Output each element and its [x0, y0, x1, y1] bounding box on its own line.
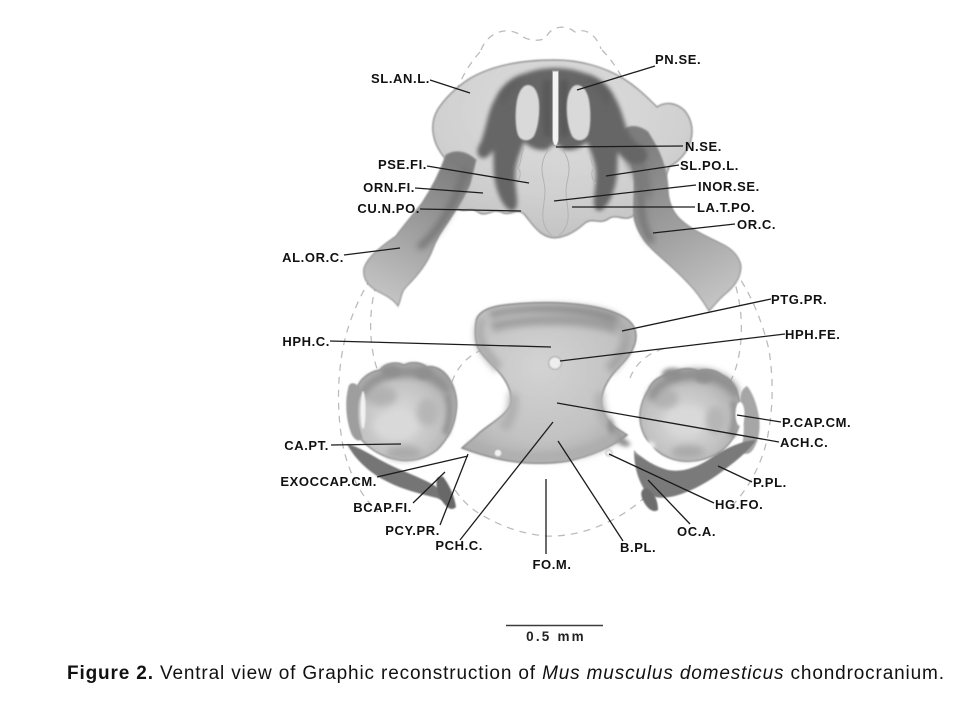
svg-text:AL.OR.C.: AL.OR.C. — [282, 250, 344, 265]
svg-text:PTG.PR.: PTG.PR. — [771, 292, 827, 307]
svg-text:INOR.SE.: INOR.SE. — [698, 179, 760, 194]
svg-text:PN.SE.: PN.SE. — [655, 52, 701, 67]
svg-text:EXOCCAP.CM.: EXOCCAP.CM. — [280, 474, 377, 489]
svg-text:P.PL.: P.PL. — [753, 475, 787, 490]
svg-text:B.PL.: B.PL. — [620, 540, 656, 555]
svg-text:OR.C.: OR.C. — [737, 217, 776, 232]
svg-text:N.SE.: N.SE. — [685, 139, 722, 154]
svg-text:PCY.PR.: PCY.PR. — [385, 523, 440, 538]
svg-text:0.5 mm: 0.5 mm — [526, 629, 586, 644]
svg-text:HPH.FE.: HPH.FE. — [785, 327, 840, 342]
svg-text:CU.N.PO.: CU.N.PO. — [357, 201, 420, 216]
svg-text:BCAP.FI.: BCAP.FI. — [353, 500, 412, 515]
svg-text:CA.PT.: CA.PT. — [284, 438, 329, 453]
svg-text:PCH.C.: PCH.C. — [435, 538, 483, 553]
svg-text:ACH.C.: ACH.C. — [780, 435, 828, 450]
svg-text:HPH.C.: HPH.C. — [282, 334, 330, 349]
svg-text:LA.T.PO.: LA.T.PO. — [697, 200, 755, 215]
svg-text:HG.FO.: HG.FO. — [715, 497, 763, 512]
svg-text:SL.AN.L.: SL.AN.L. — [371, 71, 430, 86]
svg-text:ORN.FI.: ORN.FI. — [363, 180, 415, 195]
svg-text:P.CAP.CM.: P.CAP.CM. — [782, 415, 851, 430]
svg-text:PSE.FI.: PSE.FI. — [378, 157, 427, 172]
svg-text:FO.M.: FO.M. — [532, 557, 571, 572]
svg-text:SL.PO.L.: SL.PO.L. — [680, 158, 739, 173]
svg-text:OC.A.: OC.A. — [677, 524, 716, 539]
